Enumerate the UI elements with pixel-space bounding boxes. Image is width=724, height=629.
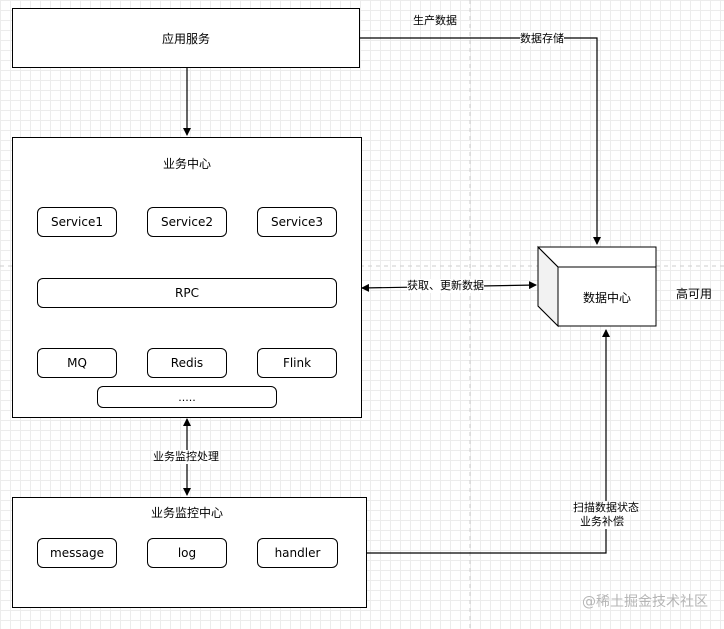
service1-node[interactable]: Service1 xyxy=(37,207,117,237)
service3-node[interactable]: Service3 xyxy=(257,207,337,237)
edge-label-compensate: 业务补偿 xyxy=(580,515,624,529)
monitor-center-title: 业务监控中心 xyxy=(150,506,223,520)
flink-node[interactable]: Flink xyxy=(257,348,337,378)
rpc-node[interactable]: RPC xyxy=(37,278,337,308)
edge-app-to-datacenter xyxy=(360,37,601,245)
handler-node[interactable]: handler xyxy=(257,538,338,568)
mq-node[interactable]: MQ xyxy=(37,348,117,378)
data-center-cube xyxy=(537,245,657,328)
app-service-box[interactable]: 应用服务 xyxy=(12,8,360,68)
high-availability-label: 高可用 xyxy=(676,287,713,301)
edge-label-produce: 生产数据 xyxy=(413,14,457,27)
data-center-label: 数据中心 xyxy=(582,291,631,305)
edge-label-store: 数据存储 xyxy=(520,32,564,46)
edge-label-scan-state: 扫描数据状态 xyxy=(573,501,639,515)
business-center-title: 业务中心 xyxy=(162,157,211,171)
log-node[interactable]: log xyxy=(147,538,227,568)
service2-node[interactable]: Service2 xyxy=(147,207,227,237)
redis-node[interactable]: Redis xyxy=(147,348,227,378)
edge-label-monitor-process: 业务监控处理 xyxy=(153,450,219,464)
edge-label-fetch-update: 获取、更新数据 xyxy=(407,279,484,293)
app-service-label: 应用服务 xyxy=(161,31,210,46)
watermark-text: @稀土掘金技术社区 xyxy=(582,594,708,610)
edge-handler-to-datacenter xyxy=(338,329,610,554)
message-node[interactable]: message xyxy=(37,538,117,568)
more-node[interactable]: ..... xyxy=(97,386,277,408)
